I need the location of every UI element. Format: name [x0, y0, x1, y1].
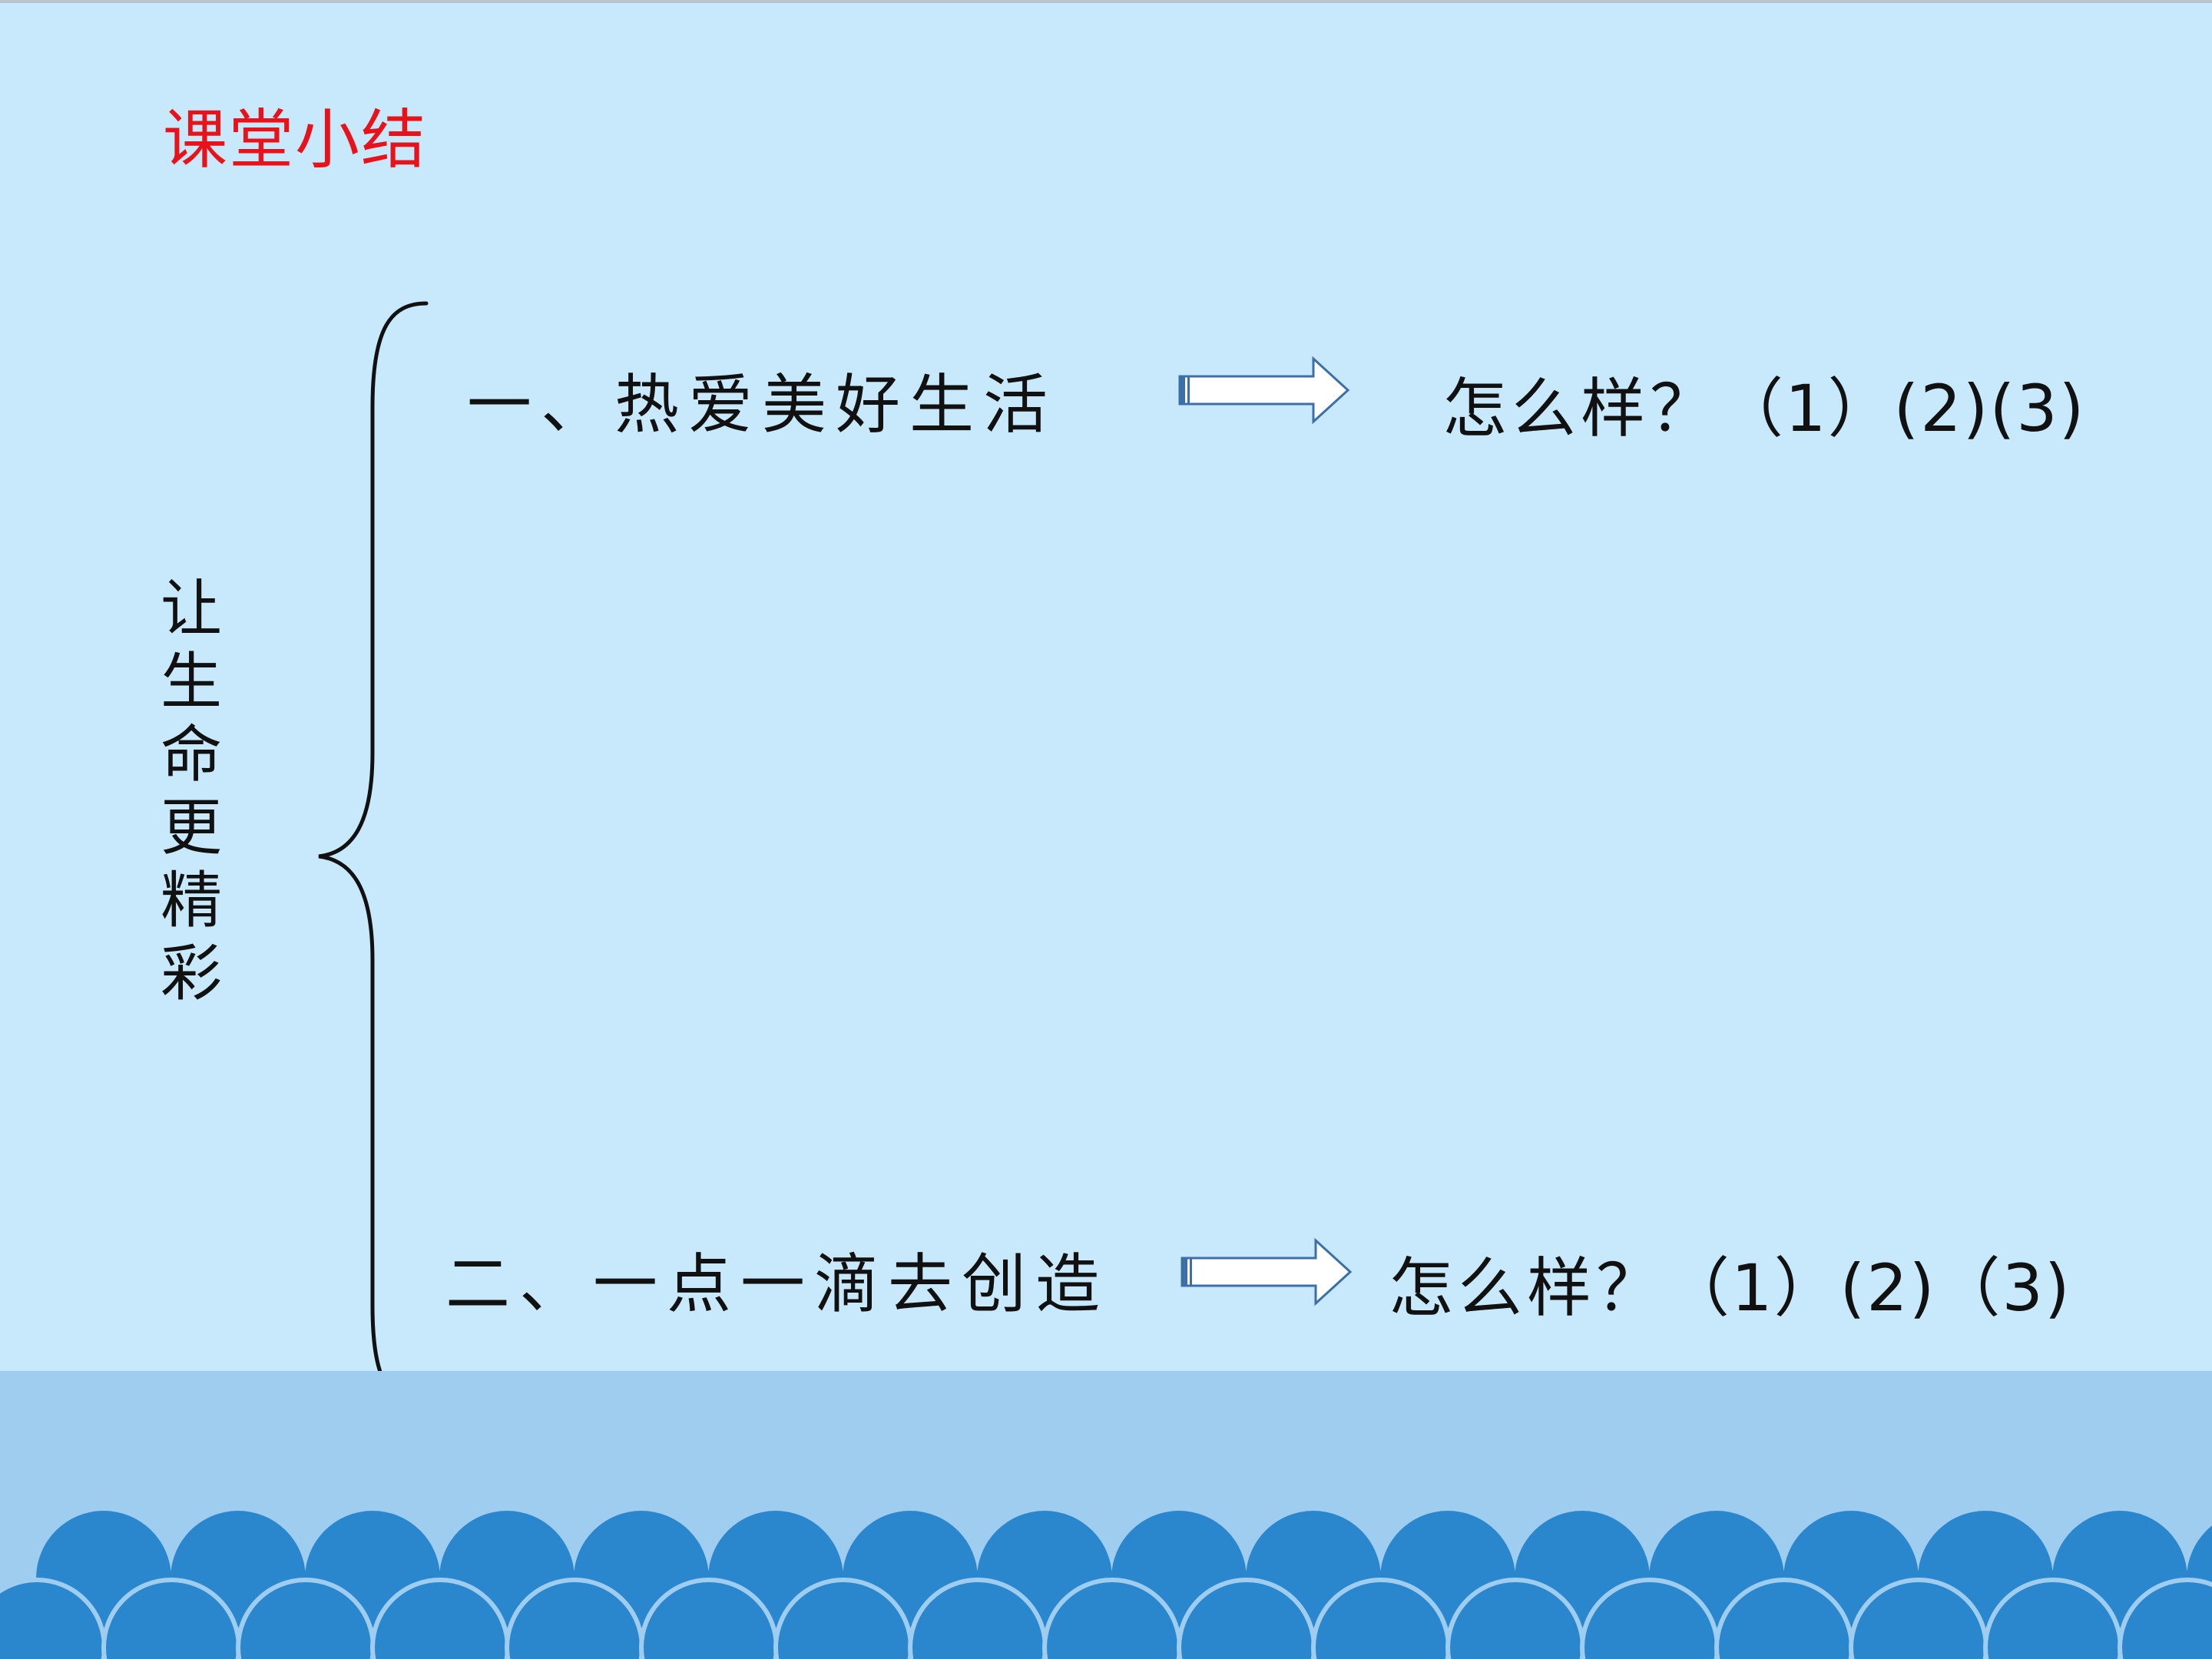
right-arrow-icon [1178, 356, 1350, 425]
item-2-marks: （1）(2)（3) [1665, 1250, 2071, 1326]
vertical-label-char: 命 [161, 719, 222, 790]
item-2-text: 二、一点一滴去创造 [445, 1247, 1110, 1322]
slide-title: 课堂小结 [163, 102, 428, 177]
vertical-label-char: 更 [161, 792, 222, 863]
wave-pattern [0, 1511, 2212, 1659]
item-2-answer: 怎么样？（1）(2)（3) [1389, 1237, 2071, 1330]
vertical-label-char: 彩 [161, 938, 222, 1009]
curly-brace [318, 301, 429, 1408]
item-1-question: 怎么样？ [1442, 371, 1720, 446]
vertical-label-char: 精 [161, 865, 222, 936]
vertical-label-char: 让 [161, 573, 222, 644]
wave-scallop [2118, 1578, 2212, 1659]
vertical-label-char: 生 [161, 646, 222, 717]
wave-row-front [0, 1578, 2212, 1659]
top-border [0, 0, 2212, 3]
item-1-text: 一、热爱美好生活 [467, 367, 1058, 442]
right-arrow-icon [1181, 1237, 1353, 1306]
item-1-marks: （1）(2)(3) [1719, 371, 2086, 446]
item-2-question: 怎么样？ [1389, 1250, 1666, 1326]
vertical-label: 让 生 命 更 精 彩 [157, 572, 226, 1010]
item-1-answer: 怎么样？（1）(2)(3) [1442, 357, 2085, 450]
